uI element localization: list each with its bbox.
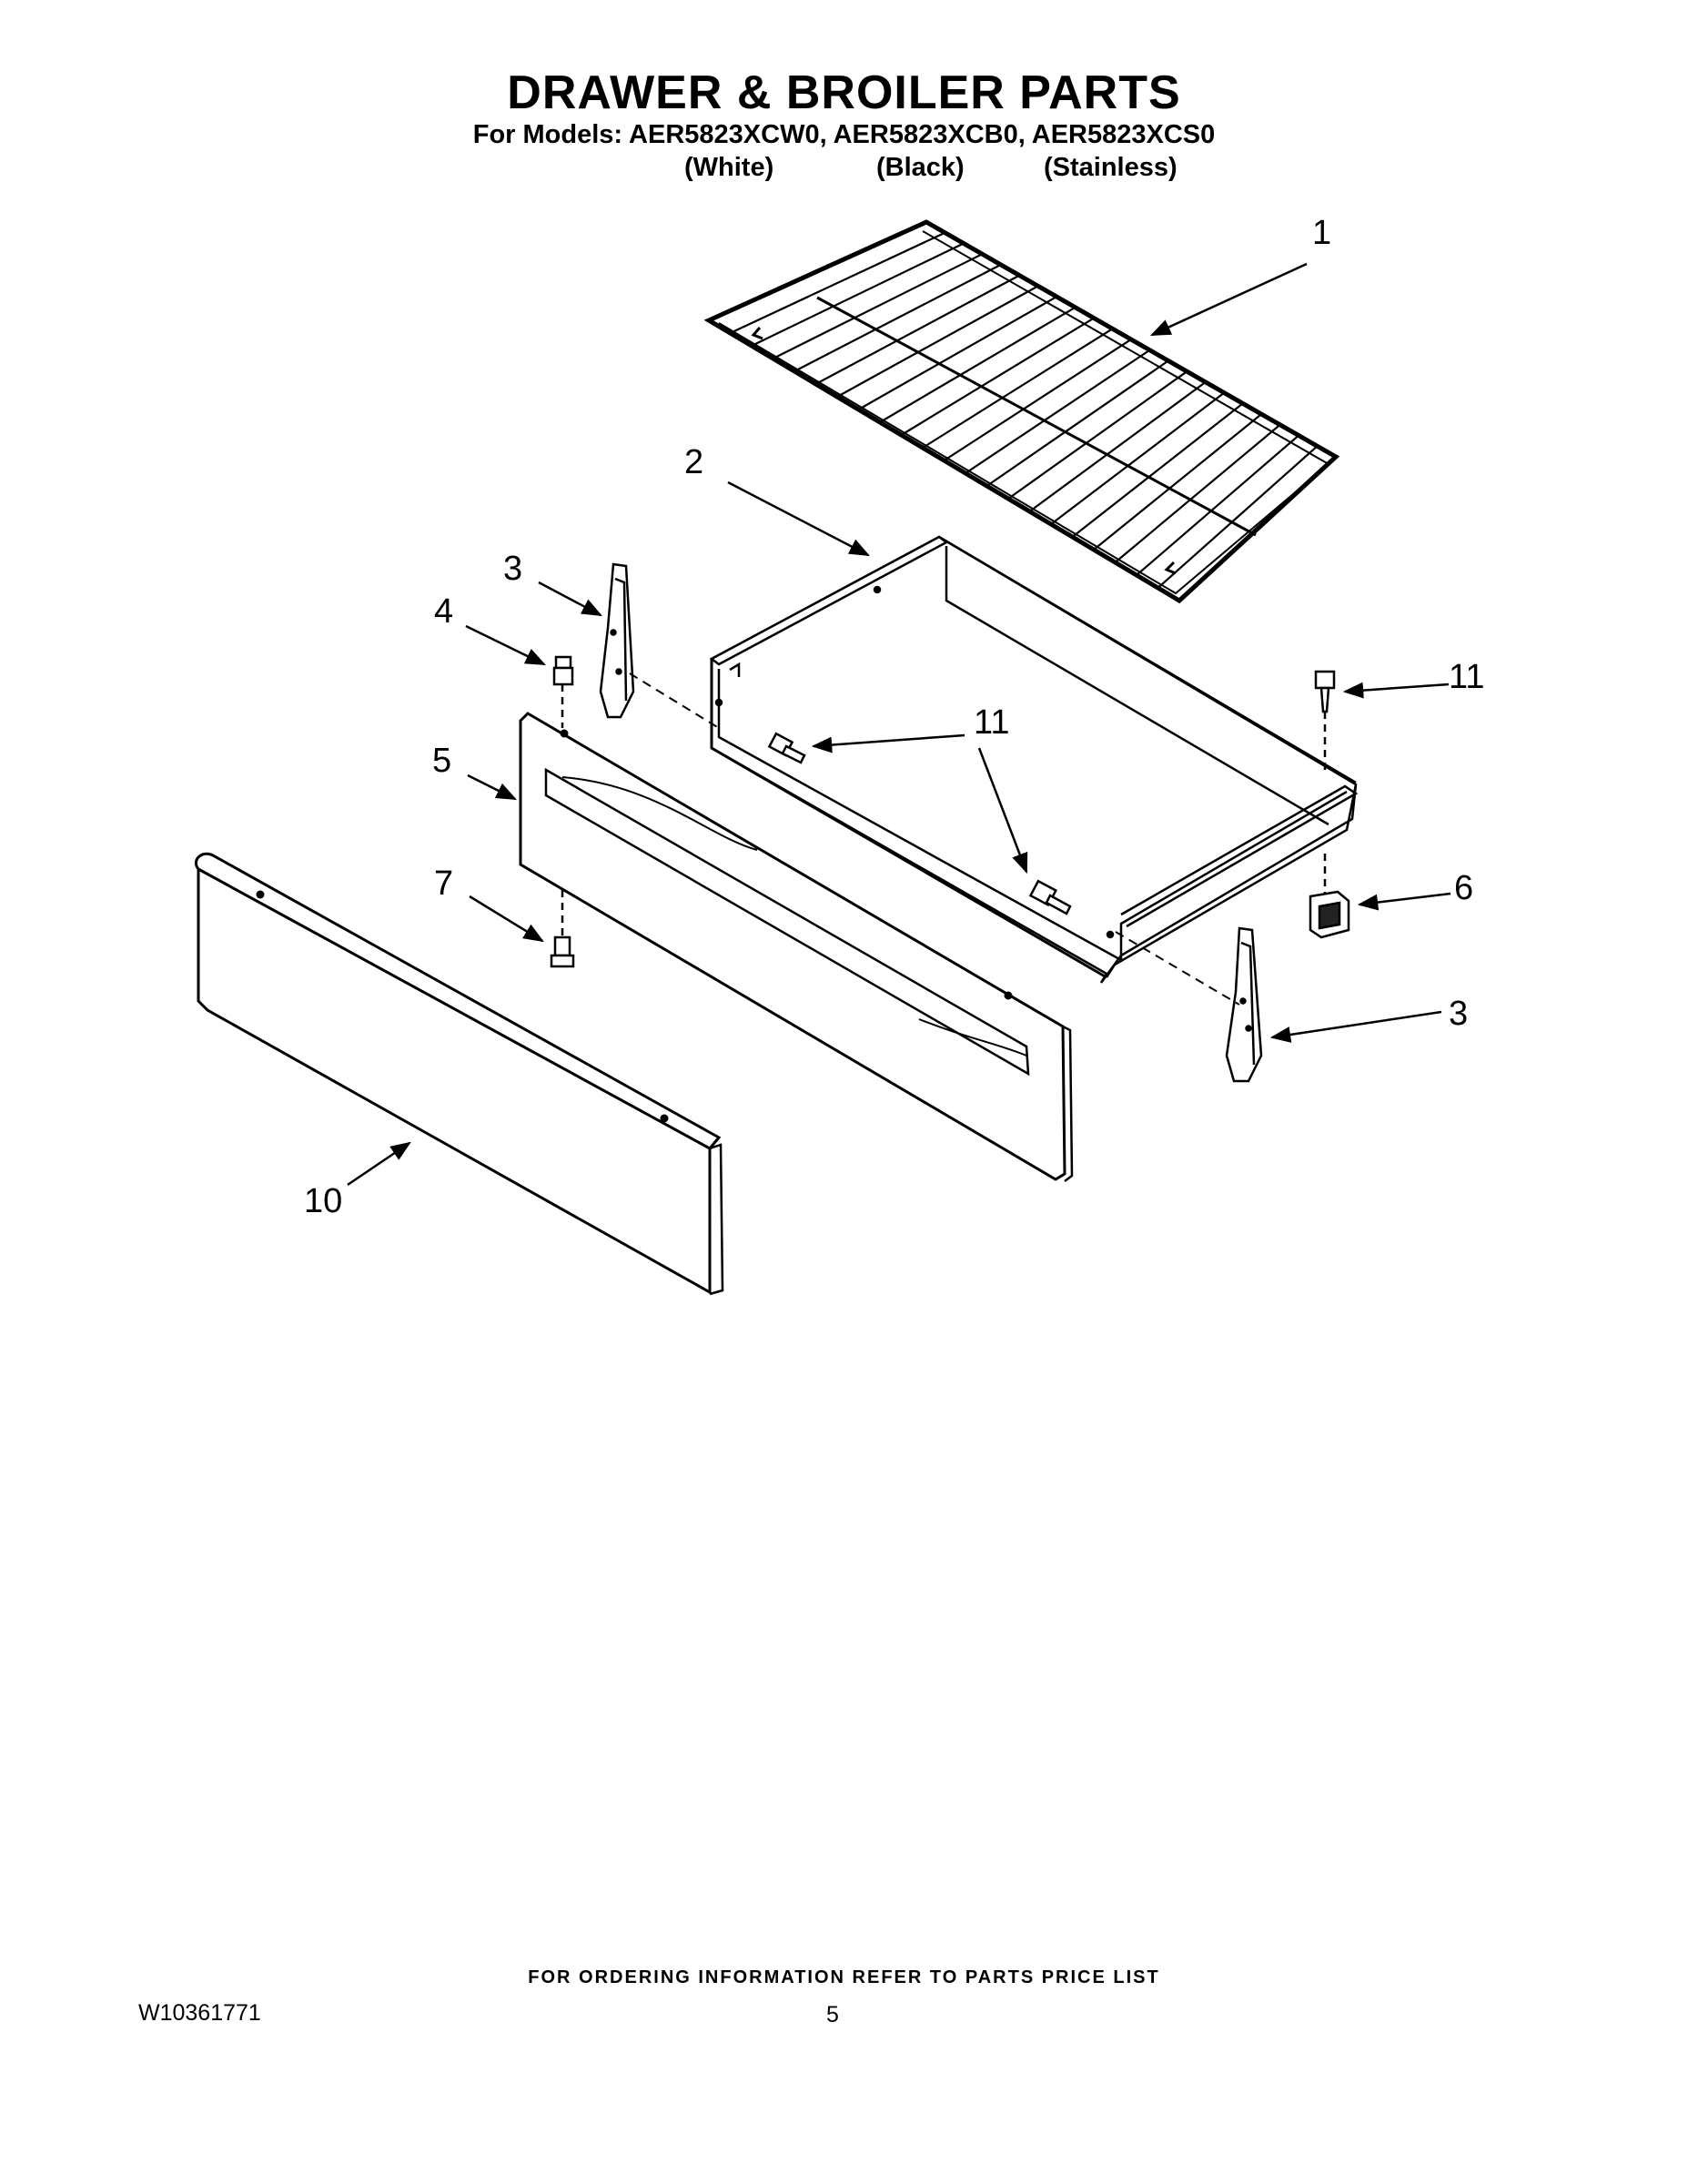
rack-bar <box>814 274 1020 385</box>
alignment-lines <box>629 672 1240 1006</box>
rack-bar <box>965 349 1151 474</box>
callout-2: 2 <box>684 443 703 481</box>
rack-bar <box>857 296 1057 410</box>
rack-bar <box>986 359 1169 487</box>
rack-bar <box>1157 445 1319 589</box>
broiler-pan-grid <box>703 219 1340 604</box>
rack-bar <box>1114 423 1281 563</box>
variant-stainless: (Stainless) <box>1044 153 1178 182</box>
callout-3-right: 3 <box>1449 995 1468 1033</box>
bracket-part <box>1309 854 1350 939</box>
stud-part <box>552 655 574 728</box>
drawer-slide-left <box>599 562 635 719</box>
rack-bar <box>1071 402 1244 538</box>
rack-bar <box>879 306 1076 423</box>
rack-bar <box>1093 413 1262 551</box>
screw-11-middle <box>767 732 806 764</box>
rack-bar <box>922 328 1114 449</box>
callout-4: 4 <box>434 592 453 631</box>
callout-6: 6 <box>1454 869 1473 907</box>
callout-10: 10 <box>304 1182 342 1220</box>
callout-11-center: 11 <box>974 703 1009 742</box>
page-number: 5 <box>826 2002 839 2027</box>
callout-labels: 1 2 3 3 4 5 6 7 10 11 11 <box>304 214 1484 1220</box>
rack-bar <box>1028 381 1207 512</box>
rack-bar <box>793 263 1002 372</box>
rack-bar <box>1136 434 1299 576</box>
rack-bar <box>1050 391 1225 525</box>
models-line: For Models: AER5823XCW0, AER5823XCB0, AE… <box>472 120 1216 149</box>
variant-black: (Black) <box>876 153 965 182</box>
page-title: DRAWER & BROILER PARTS <box>507 66 1181 119</box>
rack-bar <box>943 339 1132 461</box>
rack-bar <box>836 285 1039 398</box>
screw-11-top <box>1314 670 1336 774</box>
rack-bar <box>900 317 1095 436</box>
variant-white: (White) <box>684 153 774 182</box>
broiler-drawer <box>709 535 1359 984</box>
rack-bar <box>730 231 945 334</box>
screw-11-lower <box>1028 879 1072 915</box>
callout-3-left: 3 <box>503 550 522 588</box>
callout-5: 5 <box>432 742 451 780</box>
rack-bar <box>773 253 983 359</box>
callout-11-right: 11 <box>1449 658 1484 696</box>
ordering-note: FOR ORDERING INFORMATION REFER TO PARTS … <box>528 1967 1160 1987</box>
screw-part <box>550 890 575 968</box>
drawer-slide-right <box>1225 926 1263 1083</box>
leader-arrows <box>347 262 1451 1187</box>
callout-1: 1 <box>1312 214 1331 252</box>
document-number: W10361771 <box>138 2000 261 2026</box>
rack-bar <box>751 242 965 347</box>
callout-7: 7 <box>434 864 453 903</box>
outer-drawer-panel <box>194 852 724 1296</box>
drawer-front-panel <box>519 712 1074 1182</box>
rack-bar <box>1007 370 1188 500</box>
